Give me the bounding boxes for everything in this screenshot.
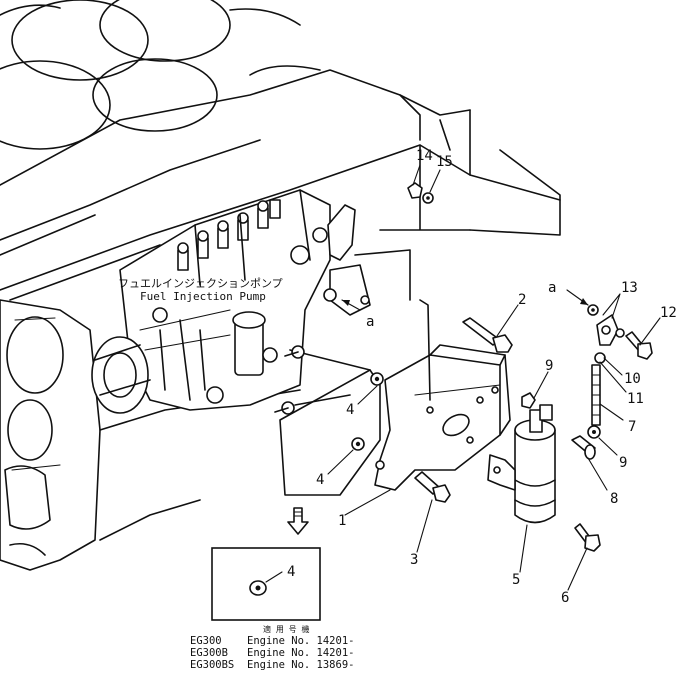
pump-label: フュエルインジェクションポンプ Fuel Injection Pump — [118, 277, 283, 303]
rod-end-13 — [587, 304, 625, 364]
callout-4a: 4 — [346, 402, 354, 418]
mounting-plate — [274, 345, 381, 496]
callout-labels: 1 2 3 4 4 5 6 7 8 9 9 10 11 12 13 14 15 … — [316, 148, 677, 606]
callout-14: 14 — [416, 148, 433, 164]
bolt-3 — [414, 471, 451, 503]
bolt-12 — [625, 331, 653, 360]
applic-engine-1: Engine No. 14201- — [247, 635, 354, 647]
callout-13: 13 — [621, 280, 638, 296]
applic-model-3: EG300BS — [190, 659, 234, 671]
block-opening-1 — [6, 316, 64, 394]
pump-label-jp: フュエルインジェクションポンプ — [118, 277, 283, 290]
pump-label-en: Fuel Injection Pump — [140, 290, 266, 303]
cylinder-bore-4 — [92, 58, 218, 132]
nut-9 — [521, 392, 601, 439]
applicability-table: 適 用 号 機 EG300 Engine No. 14201- EG300B E… — [190, 624, 354, 671]
callout-4c: 4 — [287, 564, 295, 580]
washer-4 — [351, 372, 384, 451]
applicability-header: 適 用 号 機 — [263, 624, 309, 634]
callout-6: 6 — [561, 590, 569, 606]
rod-7 — [591, 364, 601, 426]
callout-1: 1 — [338, 513, 346, 529]
rod-end-8 — [571, 435, 596, 460]
engine-block — [0, 0, 561, 571]
callout-2: 2 — [518, 292, 526, 308]
detail-inset: 4 — [211, 547, 321, 621]
washer-15 — [422, 192, 434, 204]
callout-9a: 9 — [545, 358, 553, 374]
cylinder-bore-1 — [11, 0, 149, 81]
applic-model-2: EG300B — [190, 647, 228, 659]
pump-drive-coupling — [91, 336, 149, 414]
callout-5: 5 — [512, 572, 520, 588]
bolt-2 — [462, 317, 513, 353]
solenoid-bracket — [374, 299, 511, 491]
callout-3: 3 — [410, 552, 418, 568]
leader-lines — [327, 164, 661, 591]
callout-9b: 9 — [619, 455, 627, 471]
applic-model-1: EG300 — [190, 635, 222, 647]
callout-11: 11 — [627, 391, 644, 407]
inset-pointer-arrow — [287, 507, 309, 535]
fuel-injection-pump — [91, 189, 371, 414]
callout-8: 8 — [610, 491, 618, 507]
block-opening-2 — [7, 399, 53, 461]
injection-line-stubs — [177, 199, 281, 271]
callout-12: 12 — [660, 305, 677, 321]
callout-4b: 4 — [316, 472, 324, 488]
callout-10: 10 — [624, 371, 641, 387]
applic-engine-2: Engine No. 14201- — [247, 647, 354, 659]
cylinder-bore-3 — [0, 60, 111, 150]
cylinder-bore-2 — [99, 0, 231, 62]
stop-solenoid — [487, 404, 556, 524]
callout-7: 7 — [628, 419, 636, 435]
callout-a-link: a — [548, 280, 556, 296]
applic-engine-3: Engine No. 13869- — [247, 659, 354, 671]
callout-a-pump: a — [366, 314, 374, 330]
bolt-6 — [574, 523, 601, 552]
callout-15: 15 — [436, 154, 453, 170]
